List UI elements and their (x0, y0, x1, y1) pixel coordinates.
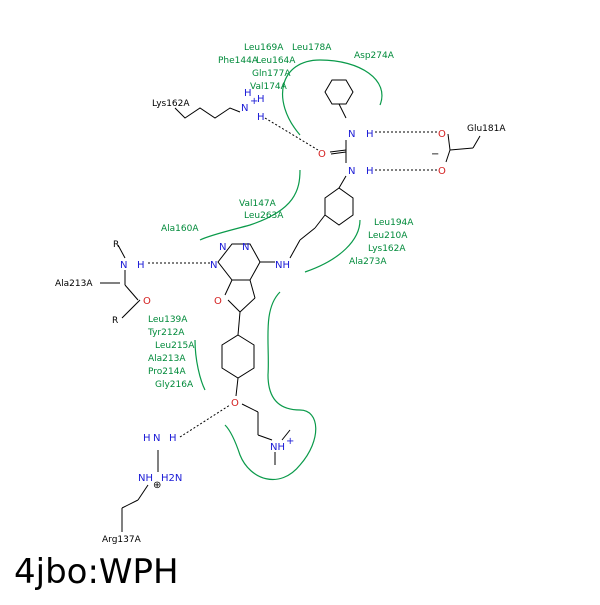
atom-n: N (348, 166, 355, 177)
diagram-caption: 4jbo:WPH (14, 552, 179, 592)
phenyl-ring-top (324, 79, 354, 105)
phenyl-ring-lower (221, 334, 255, 379)
atom-n: N (210, 260, 217, 271)
pocket-top (282, 59, 383, 136)
atom-charge: − (431, 149, 439, 160)
residue-val147: Val147A (239, 199, 277, 209)
atom-h: H (366, 129, 374, 140)
residue-leu178: Leu178A (292, 43, 332, 53)
atom-h: H (257, 112, 265, 123)
atom-n: N (242, 242, 249, 253)
bonds (100, 79, 481, 532)
residue-asp274: Asp274A (354, 51, 395, 61)
residue-ala213: Ala213A (148, 354, 186, 364)
atom-h: H (257, 94, 265, 105)
atom-n: N (241, 103, 248, 114)
residue-lys162-side: Lys162A (368, 244, 406, 254)
atom-charge: + (286, 436, 294, 447)
residue-glu181: Glu181A (467, 124, 506, 134)
atom-nh: NH (275, 260, 290, 271)
atom-o: O (231, 398, 239, 409)
residue-gln177: Gln177A (252, 69, 291, 79)
atom-n: N (153, 433, 160, 444)
pocket-right-side (304, 219, 361, 273)
residue-leu169: Leu169A (244, 43, 284, 53)
residue-pro214: Pro214A (148, 367, 186, 377)
residue-arg137: Arg137A (102, 535, 142, 545)
atom-o: O (214, 296, 222, 307)
atom-o: O (438, 166, 446, 177)
pocket-outlines (194, 59, 383, 481)
atom-r: R (113, 240, 119, 250)
atom-n: N (219, 242, 226, 253)
pocket-lower-left (194, 339, 206, 391)
phenyl-ring-middle (324, 187, 354, 226)
residue-ala213-backbone: Ala213A (55, 279, 93, 289)
atom-h2n: H2N (161, 473, 182, 484)
atom-h: H (244, 88, 252, 99)
pocket-left-upper (199, 169, 301, 241)
atom-charge: + (250, 96, 258, 107)
residue-tyr212: Tyr212A (147, 328, 185, 338)
atom-n: N (348, 129, 355, 140)
residue-leu215: Leu215A (155, 341, 195, 351)
residue-gly216: Gly216A (155, 380, 194, 390)
pocket-lower-right (224, 291, 317, 481)
atom-o: O (438, 129, 446, 140)
residue-leu194: Leu194A (374, 218, 414, 228)
residue-leu139: Leu139A (148, 315, 188, 325)
residue-ala273: Ala273A (349, 257, 387, 267)
hbond-arg137 (179, 404, 231, 438)
atom-labels: H N + H H N H O N H O O − N N N NH O O N… (112, 88, 446, 491)
residue-leu263: Leu263A (244, 211, 284, 221)
atom-h: H (366, 166, 374, 177)
atom-o: O (143, 296, 151, 307)
atom-nh: NH (270, 442, 285, 453)
residue-phe144: Phe144A (218, 56, 259, 66)
hydrogen-bonds (148, 117, 437, 438)
atom-h: H (143, 433, 151, 444)
atom-n: N (120, 260, 127, 271)
residue-lys162-top: Lys162A (152, 99, 190, 109)
atom-r: R (112, 316, 118, 326)
atom-h: H (169, 433, 177, 444)
residue-leu164: Leu164A (256, 56, 296, 66)
atom-h: H (137, 260, 145, 271)
residue-leu210: Leu210A (368, 231, 408, 241)
residue-labels: Leu169A Leu178A Asp274A Phe144A Leu164A … (55, 43, 506, 545)
atom-o: O (318, 149, 326, 160)
atom-charge: ⊕ (153, 480, 161, 491)
residue-val174: Val174A (250, 82, 288, 92)
residue-ala160: Ala160A (161, 224, 199, 234)
atom-nh: NH (138, 473, 153, 484)
